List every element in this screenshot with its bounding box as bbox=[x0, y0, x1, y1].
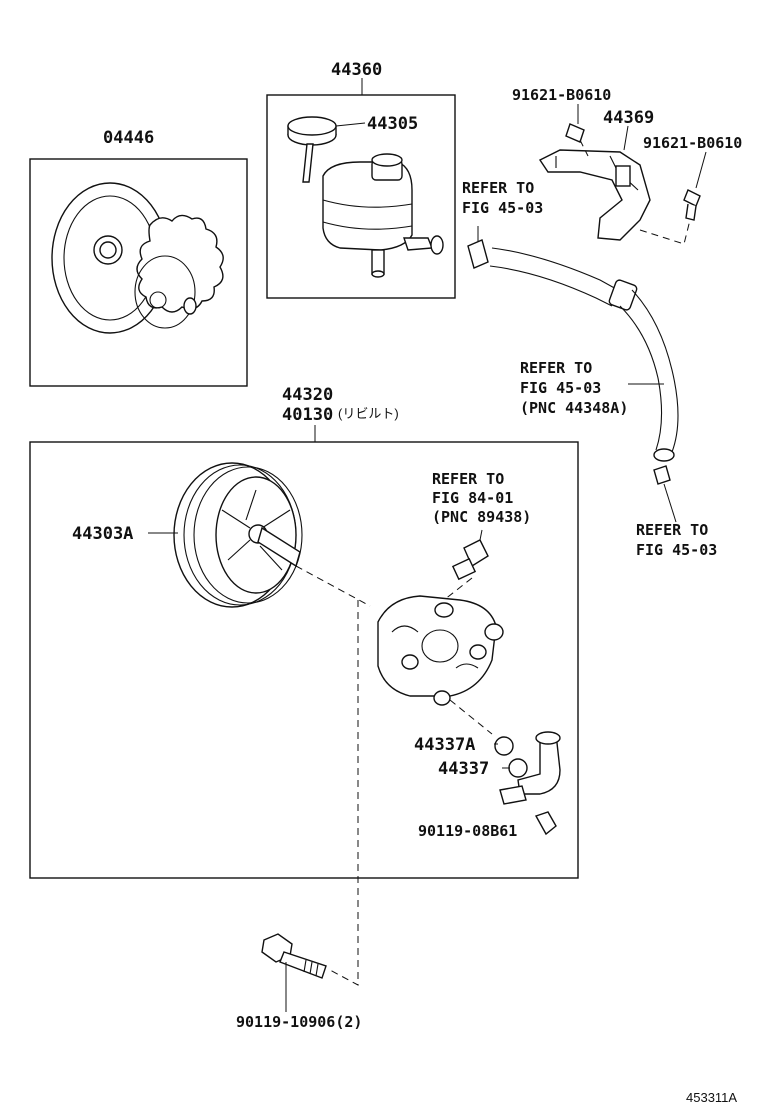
label-44337: 44337 bbox=[438, 759, 489, 779]
refer-b-line1: REFER TO bbox=[520, 359, 592, 377]
label-44303a: 44303A bbox=[72, 524, 133, 544]
figure-code: 453311A bbox=[686, 1090, 737, 1105]
return-hose-drawing bbox=[467, 226, 679, 523]
bracket-44369-drawing bbox=[538, 104, 707, 245]
pump-body-drawing bbox=[377, 595, 504, 706]
reservoir-tank-drawing bbox=[322, 153, 444, 278]
label-44305: 44305 bbox=[367, 114, 418, 134]
label-44320: 44320 bbox=[282, 385, 333, 405]
refer-b-line2: FIG 45-03 bbox=[520, 379, 601, 397]
label-40130-note: (リビルト) bbox=[338, 406, 399, 421]
label-90119-10906: 90119-10906(2) bbox=[236, 1013, 362, 1031]
box-44360 bbox=[266, 94, 456, 299]
box-04446 bbox=[29, 158, 248, 387]
label-44369: 44369 bbox=[603, 108, 654, 128]
pulley-44303a-drawing bbox=[148, 462, 303, 608]
label-90119-08b61: 90119-08B61 bbox=[418, 822, 517, 840]
label-04446: 04446 bbox=[103, 128, 154, 148]
label-44337a: 44337A bbox=[414, 735, 475, 755]
refer-d-line1: REFER TO bbox=[432, 470, 504, 488]
label-44360: 44360 bbox=[331, 60, 382, 80]
refer-c-line2: FIG 45-03 bbox=[636, 541, 717, 559]
bolt-90119-10906-drawing bbox=[261, 933, 327, 1012]
refer-a-line2: FIG 45-03 bbox=[462, 199, 543, 217]
refer-b-line3: (PNC 44348A) bbox=[520, 399, 628, 417]
refer-d-line3: (PNC 89438) bbox=[432, 508, 531, 526]
refer-d-line2: FIG 84-01 bbox=[432, 489, 513, 507]
shaft-alignment-line bbox=[295, 565, 371, 607]
reservoir-cap-drawing bbox=[287, 116, 366, 183]
union-44337-drawing bbox=[494, 731, 561, 836]
pressure-switch-drawing bbox=[451, 529, 489, 581]
refer-c-line1: REFER TO bbox=[636, 521, 708, 539]
label-91621-a: 91621-B0610 bbox=[512, 86, 611, 104]
bolt-alignment-line bbox=[329, 600, 359, 986]
label-91621-b: 91621-B0610 bbox=[643, 134, 742, 152]
box-44320 bbox=[29, 441, 579, 879]
part-labels: 04446 44360 44305 91621-B0610 44369 9162… bbox=[72, 60, 742, 1105]
gasket-kit-drawing bbox=[51, 182, 224, 334]
refer-a-line1: REFER TO bbox=[462, 179, 534, 197]
label-40130: 40130 bbox=[282, 405, 333, 425]
